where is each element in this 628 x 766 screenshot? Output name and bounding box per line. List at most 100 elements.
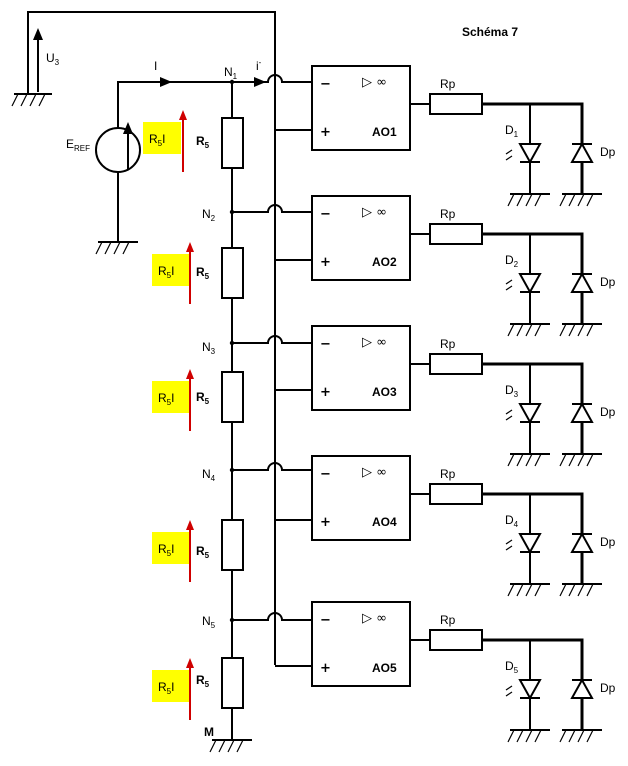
node-label-2: N2 xyxy=(202,207,216,223)
opamp-2 xyxy=(311,195,411,281)
opamp-plus-label: + xyxy=(320,661,331,676)
node-3: N3 xyxy=(202,340,235,356)
led-light-icon xyxy=(505,685,513,691)
opamp-minus-label: − xyxy=(320,337,331,352)
resistor-label: R5 xyxy=(196,134,210,150)
schematic-title: Schéma 7 xyxy=(462,25,518,39)
output-wire xyxy=(482,638,584,730)
drop-highlight xyxy=(152,532,190,564)
minus-wire xyxy=(232,74,312,83)
opamp-5 xyxy=(311,601,411,687)
svg-text:U3: U3 xyxy=(46,51,60,67)
opamp-symbol: ▷ ∞ xyxy=(362,465,387,480)
resistor-3: R5 R5I xyxy=(152,369,244,431)
dp-diode xyxy=(570,141,594,163)
node-label-5: N5 xyxy=(202,614,216,630)
node-2: N2 xyxy=(202,207,235,223)
led-light-icon xyxy=(505,539,513,545)
dp-label: Dp xyxy=(600,405,616,419)
drop-arrow-head xyxy=(186,369,194,379)
minus-wire xyxy=(232,335,312,344)
resistor-body xyxy=(221,117,244,169)
rp-label: Rp xyxy=(440,77,456,91)
resistor-label: R5 xyxy=(196,673,210,689)
opamp-label: AO3 xyxy=(372,385,397,399)
dp-diode xyxy=(570,271,594,293)
led-light-icon xyxy=(505,409,513,415)
svg-text:I: I xyxy=(154,59,157,73)
rp-resistor xyxy=(429,93,483,115)
rp-label: Rp xyxy=(440,207,456,221)
drop-label: R5I xyxy=(158,680,174,696)
minus-wire xyxy=(232,462,312,471)
led-diode xyxy=(518,533,542,555)
opamp-3 xyxy=(311,325,411,411)
node-5: N5 xyxy=(202,614,235,630)
output-wire xyxy=(482,232,584,324)
resistor-5: R5 R5I xyxy=(152,657,244,720)
opamp-minus-label: − xyxy=(320,613,331,628)
led-label: D3 xyxy=(505,383,519,399)
rp-resistor xyxy=(429,629,483,651)
rp-resistor xyxy=(429,223,483,245)
opamp-symbol: ▷ ∞ xyxy=(362,75,387,90)
minus-wire xyxy=(232,612,312,621)
drop-highlight xyxy=(152,254,190,286)
output-wire xyxy=(482,492,584,584)
led-label: D4 xyxy=(505,513,519,529)
drop-arrow-head xyxy=(186,242,194,252)
resistor-label: R5 xyxy=(196,390,210,406)
opamp-symbol: ▷ ∞ xyxy=(362,205,387,220)
ground-m: M xyxy=(204,725,252,753)
reference-rail xyxy=(11,11,276,665)
opamp-plus-label: + xyxy=(320,515,331,530)
dp-label: Dp xyxy=(600,275,616,289)
resistor-body xyxy=(221,247,244,299)
opamp-plus-label: + xyxy=(320,125,331,140)
dp-label: Dp xyxy=(600,145,616,159)
resistor-body xyxy=(221,371,244,423)
opamp-1 xyxy=(311,65,411,151)
opamp-label: AO1 xyxy=(372,125,397,139)
resistor-body xyxy=(221,657,244,709)
drop-highlight xyxy=(152,670,190,702)
resistor-1: R5 R5I xyxy=(143,110,244,172)
svg-text:M: M xyxy=(204,725,214,739)
node-label-3: N3 xyxy=(202,340,216,356)
led-light-icon xyxy=(505,149,513,155)
opamp-label: AO5 xyxy=(372,661,397,675)
drop-label: R5I xyxy=(158,542,174,558)
current-i-arrow: I xyxy=(154,59,172,87)
rp-label: Rp xyxy=(440,613,456,627)
opamp-plus-label: + xyxy=(320,255,331,270)
opamp-4 xyxy=(311,455,411,541)
output-wire xyxy=(482,362,584,454)
dp-label: Dp xyxy=(600,535,616,549)
rp-resistor xyxy=(429,353,483,375)
dp-label: Dp xyxy=(600,681,616,695)
led-light-icon xyxy=(505,279,513,285)
dp-diode xyxy=(570,677,594,699)
led-diode xyxy=(518,679,542,701)
led-diode xyxy=(518,143,542,165)
node-4: N4 xyxy=(202,467,235,483)
svg-text:i-: i- xyxy=(256,58,262,73)
drop-label: R5I xyxy=(149,132,165,148)
resistor-body xyxy=(221,519,244,571)
drop-highlight xyxy=(152,381,190,413)
opamp-minus-label: − xyxy=(320,207,331,222)
dp-diode xyxy=(570,531,594,553)
opamp-symbol: ▷ ∞ xyxy=(362,335,387,350)
drop-label: R5I xyxy=(158,391,174,407)
node-label-1: N1 xyxy=(224,65,238,81)
drop-arrow-head xyxy=(179,110,187,120)
drop-highlight xyxy=(143,122,181,154)
opamp-plus-label: + xyxy=(320,385,331,400)
